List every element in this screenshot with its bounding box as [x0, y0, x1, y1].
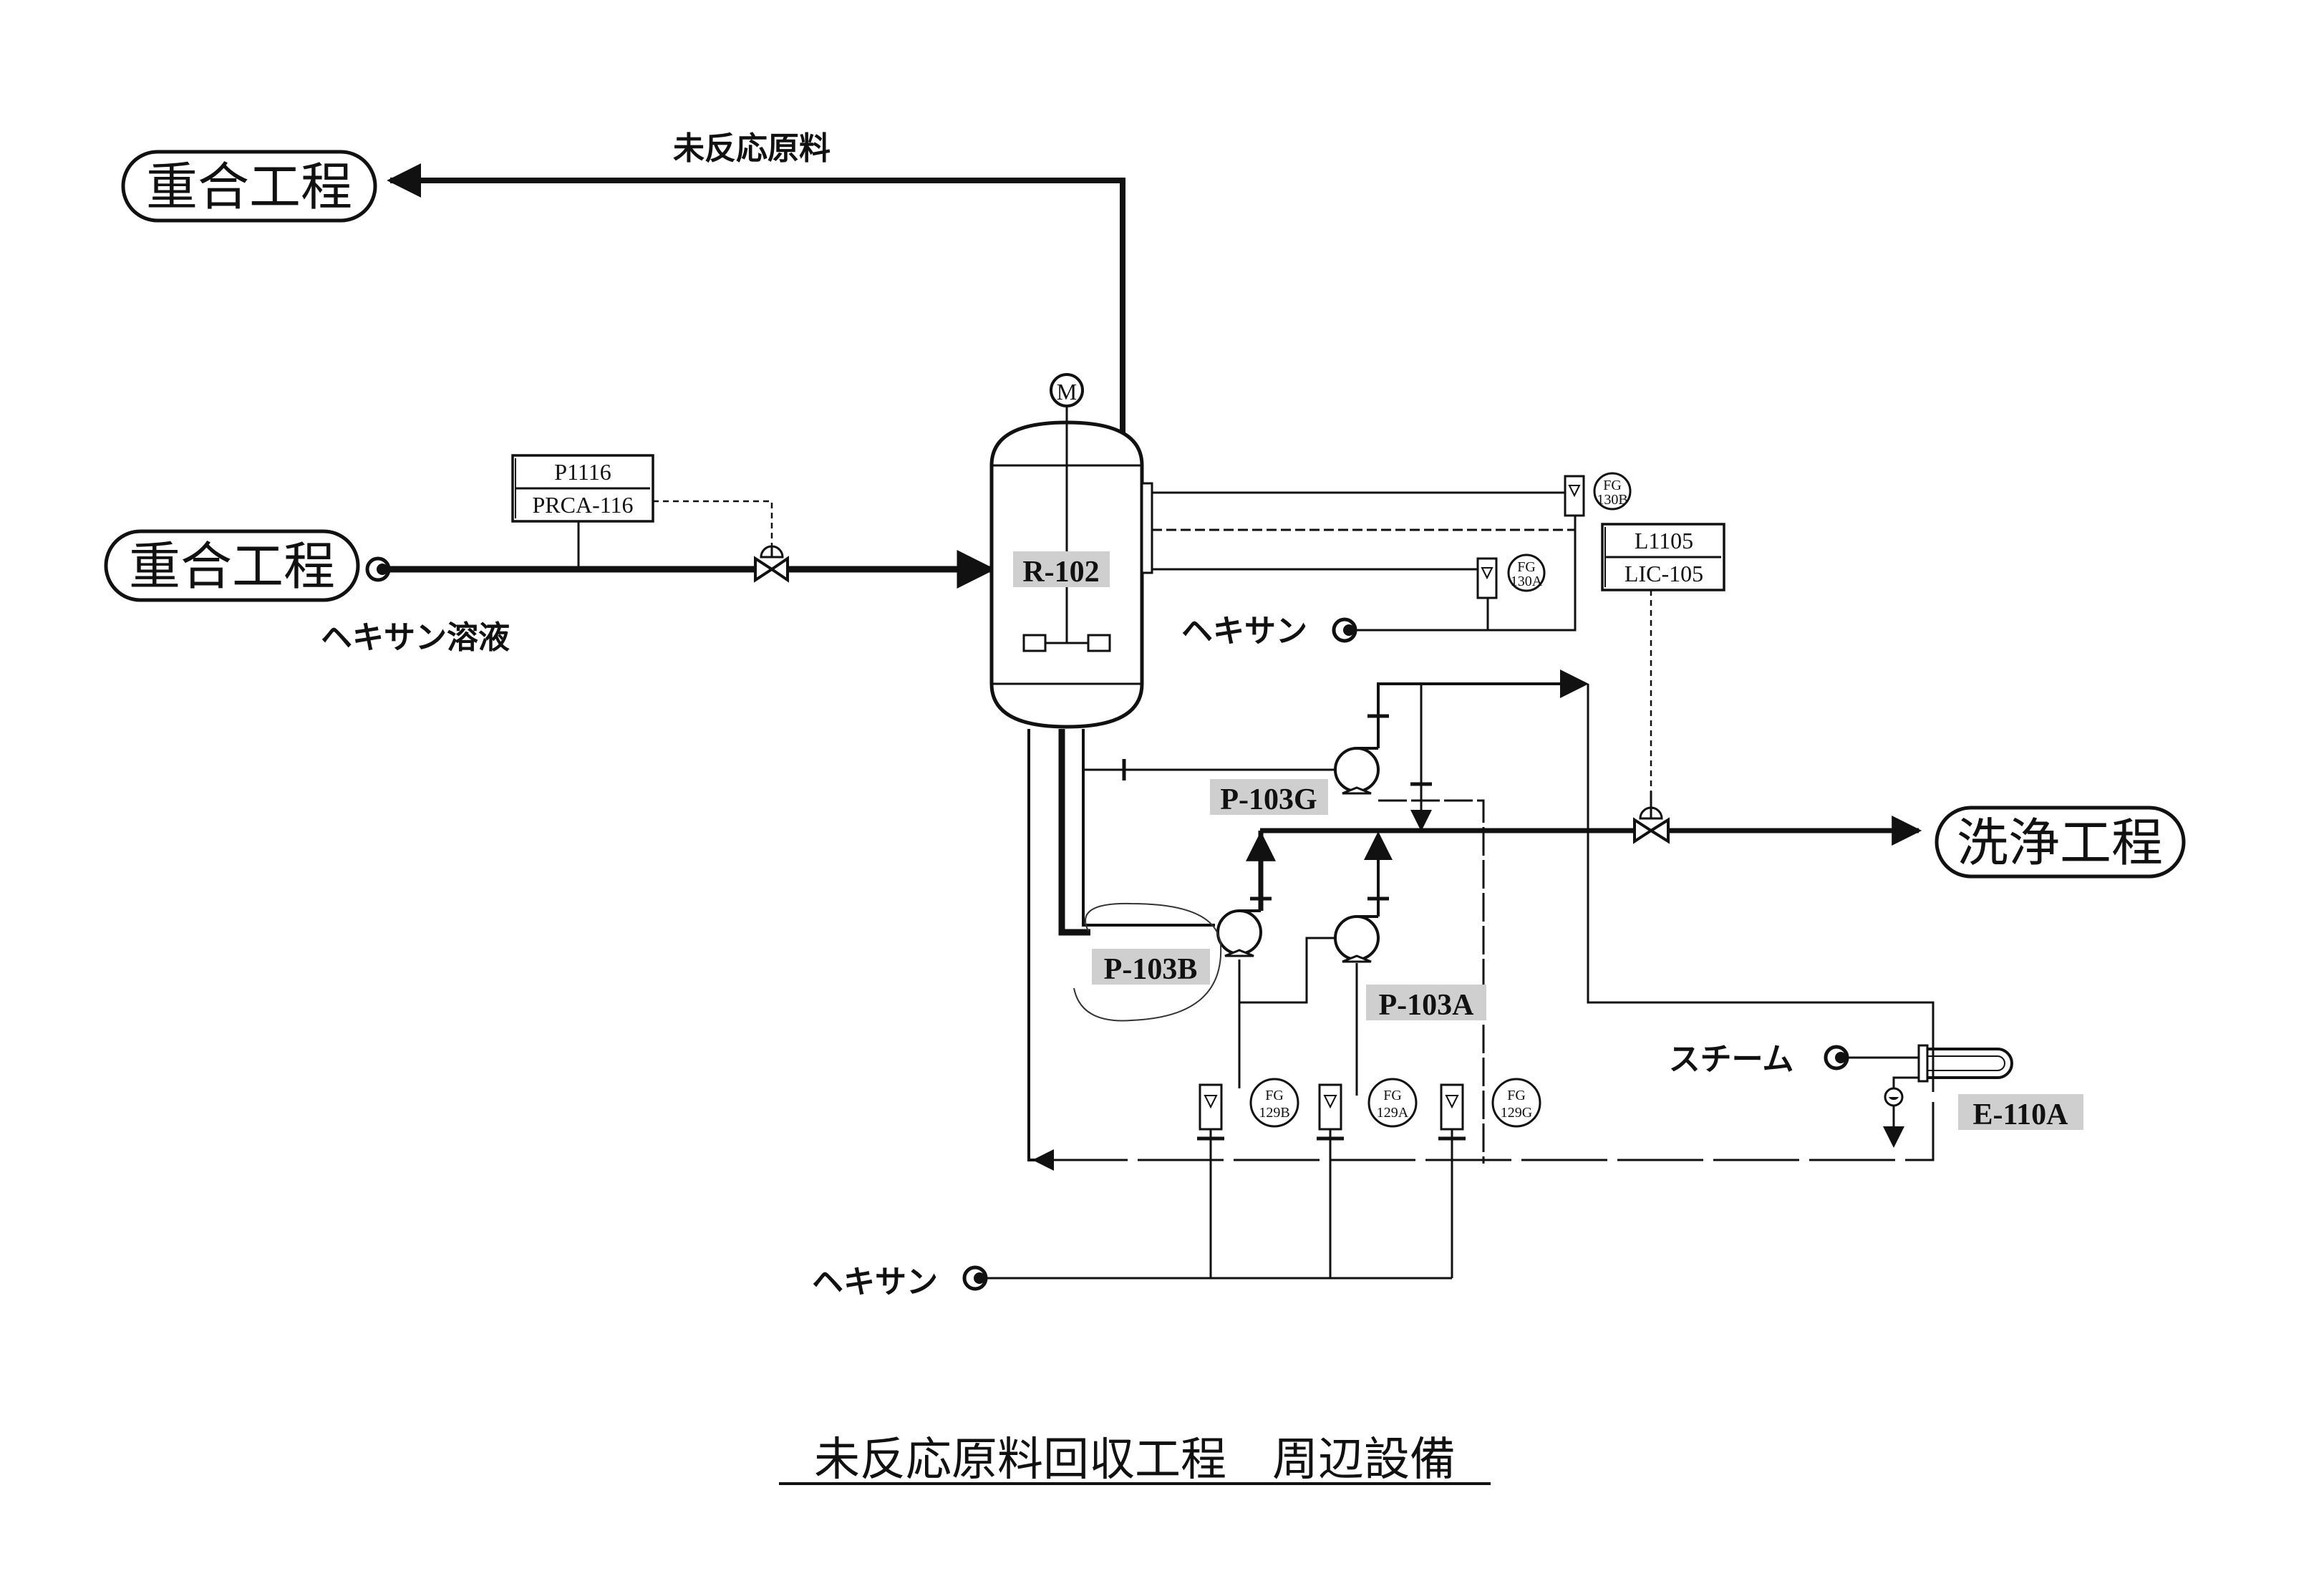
- reactor-tag-label: R-102: [1022, 556, 1099, 589]
- pump-p103a-icon[interactable]: [1334, 915, 1380, 963]
- fg-129b-top: FG: [1265, 1088, 1284, 1103]
- heater-e110a-label: E-110A: [1972, 1098, 2068, 1131]
- fg-130b-bottom: 130B: [1597, 492, 1627, 508]
- pump-p103g-tag: P-103G: [1210, 779, 1328, 816]
- pump-p103b-label: P-103B: [1104, 953, 1198, 986]
- pump-p103a-discharge: [1355, 831, 1393, 1096]
- flow-gauge-129g[interactable]: FG 129G: [1438, 1078, 1541, 1278]
- pump-p103b-tag: P-103B: [1092, 949, 1210, 986]
- fg-130a-top: FG: [1517, 559, 1536, 575]
- reactor-jacket: [1141, 482, 1577, 574]
- fg-130a-bottom: 130A: [1511, 574, 1543, 589]
- flow-gauge-129a[interactable]: FG 129A: [1317, 1078, 1418, 1278]
- pressure-controller-tag: PRCA-116: [532, 492, 633, 518]
- steam-source-icon: [1824, 1045, 1849, 1070]
- terminal-polymerization-top[interactable]: 重合工程: [121, 150, 377, 223]
- level-control-valve-icon[interactable]: [1633, 791, 1670, 844]
- pump-p103b-icon[interactable]: [1216, 909, 1262, 957]
- pump-p103a-label: P-103A: [1379, 989, 1475, 1022]
- level-tag: L1105: [1635, 528, 1693, 554]
- agitator-motor[interactable]: M: [1050, 373, 1084, 407]
- fg-129g-top: FG: [1507, 1088, 1526, 1103]
- heater-e110a-icon[interactable]: [1848, 1044, 2013, 1148]
- seal-flush-lines: [1032, 1002, 1935, 1171]
- terminal-washing-label: 洗浄工程: [1957, 813, 2163, 873]
- pump-p103g-discharge: [1367, 670, 1935, 1164]
- hexane-solution-label: ヘキサン溶液: [321, 619, 510, 656]
- fg-129a-top: FG: [1383, 1088, 1402, 1103]
- pressure-signal-line: [653, 500, 773, 546]
- pressure-tag: P1116: [554, 459, 611, 485]
- level-instrument[interactable]: L1105 LIC-105: [1601, 523, 1725, 591]
- motor-label: M: [1057, 379, 1077, 405]
- terminal-polymerization-mid[interactable]: 重合工程: [104, 529, 360, 602]
- fg-130b-top: FG: [1603, 478, 1622, 493]
- flow-gauge-129b[interactable]: FG 129B: [1197, 1078, 1299, 1278]
- fg-129b-bottom: 129B: [1259, 1105, 1289, 1121]
- hexane-lower-label: ヘキサン: [812, 1264, 938, 1300]
- hexane-feed-source-icon: [365, 556, 391, 582]
- pump-p103a-tag: P-103A: [1366, 985, 1486, 1022]
- p103b-highlight-circle: [1073, 902, 1222, 1022]
- hexane-upper-label: ヘキサン: [1181, 613, 1307, 649]
- heater-e110a-tag: E-110A: [1958, 1094, 2083, 1131]
- fg-129g-bottom: 129G: [1501, 1105, 1532, 1121]
- hexane-upper-source-icon: [1332, 617, 1357, 643]
- hexane-upper-line: [1357, 516, 1577, 632]
- flow-gauge-130a[interactable]: FG 130A: [1476, 554, 1546, 599]
- flow-gauge-130b[interactable]: FG 130B: [1564, 472, 1632, 517]
- terminal-polymerization-top-label: 重合工程: [146, 157, 352, 217]
- fg-129a-bottom: 129A: [1377, 1105, 1409, 1121]
- steam-label: スチーム: [1669, 1041, 1794, 1078]
- hexane-lower-source-icon: [962, 1265, 988, 1291]
- reactor-tag: R-102: [1013, 551, 1110, 589]
- feed-control-valve-icon[interactable]: [754, 545, 789, 583]
- pressure-instrument[interactable]: P1116 PRCA-116: [511, 454, 654, 569]
- level-controller-tag: LIC-105: [1625, 561, 1703, 586]
- pump-p103b-discharge: [1238, 831, 1335, 1004]
- unreacted-material-label: 未反応原料: [673, 130, 831, 167]
- terminal-washing[interactable]: 洗浄工程: [1935, 806, 2186, 879]
- pump-p103g-label: P-103G: [1220, 783, 1317, 816]
- unreacted-material-line: [387, 163, 1125, 444]
- diagram-title-text: 未反応原料回収工程 周辺設備: [814, 1434, 1456, 1487]
- terminal-polymerization-mid-label: 重合工程: [129, 536, 335, 596]
- diagram-title: 未反応原料回収工程 周辺設備: [779, 1434, 1491, 1487]
- pump-p103g-icon[interactable]: [1334, 747, 1380, 795]
